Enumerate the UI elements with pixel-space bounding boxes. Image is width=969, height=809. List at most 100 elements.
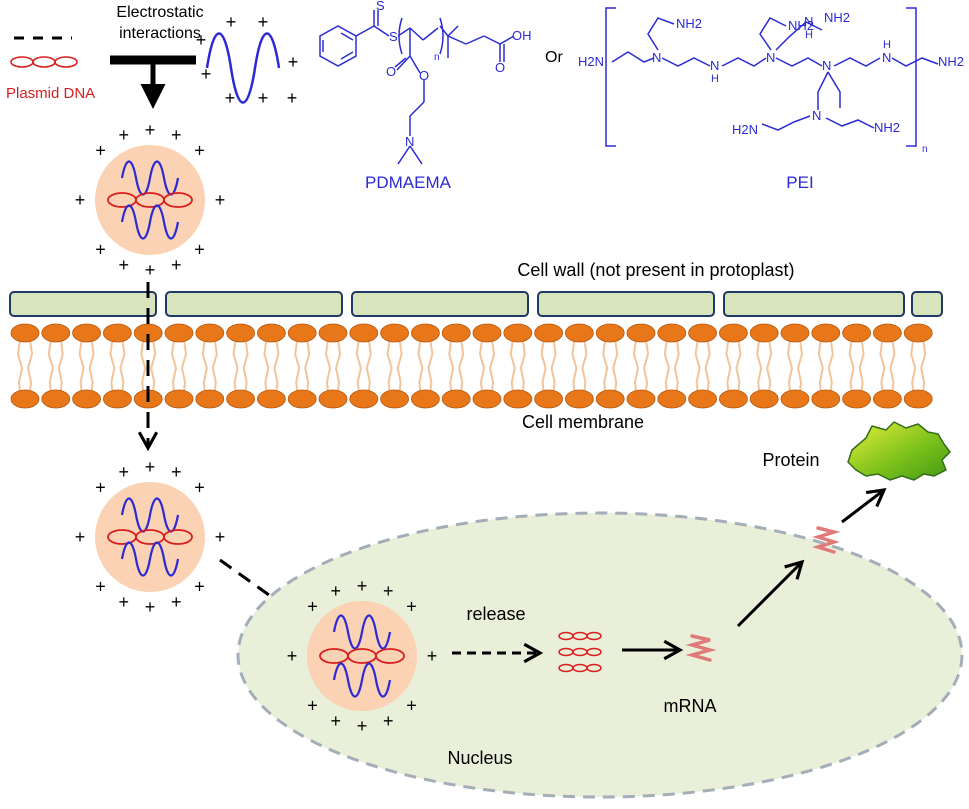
charge-plus: +: [145, 457, 156, 477]
charge-plus: +: [215, 190, 226, 210]
pei-h2n-bottom: H2N: [732, 122, 758, 137]
lipid-head: [410, 389, 440, 409]
pdmaema-structure: [319, 10, 515, 165]
lipid-tails: [232, 339, 249, 393]
cell-wall: [9, 291, 943, 317]
charge-plus: +: [95, 478, 106, 498]
charge-plus: +: [307, 696, 318, 716]
pei-atom-n: N: [766, 50, 775, 65]
lipid-head: [380, 323, 410, 343]
mrna-label: mRNA: [664, 696, 717, 716]
charge-plus: +: [95, 141, 106, 161]
lipid-head: [534, 389, 563, 409]
charge-plus: +: [194, 141, 205, 161]
lipid-tails: [817, 339, 834, 393]
charge-plus: +: [225, 88, 236, 108]
lipid-tails: [786, 339, 804, 393]
lipid-tails: [725, 339, 742, 393]
lipid-head: [103, 389, 132, 409]
polyplex-charges: ++++++++++++: [75, 457, 226, 617]
lipid-tails: [879, 339, 896, 393]
charge-plus: +: [357, 716, 368, 736]
lipid-head: [626, 389, 656, 409]
charge-plus: +: [307, 597, 318, 617]
combination-arrow: [110, 55, 196, 109]
lipid-tails: [294, 339, 311, 393]
lipid-head: [503, 323, 533, 343]
lipid-tails: [540, 339, 557, 393]
pei-nh2: NH2: [788, 18, 814, 33]
cell-membrane: [10, 323, 933, 409]
charge-plus: +: [145, 260, 156, 280]
lipid-head: [842, 323, 871, 343]
charge-plus: +: [171, 255, 182, 275]
pdmaema-atom-o: O: [419, 68, 429, 83]
pdmaema-atom-o: O: [386, 64, 396, 79]
lipid-tails: [109, 339, 126, 393]
polyplex-in-cytoplasm: ++++++++++++: [75, 457, 226, 617]
lipid-head: [287, 389, 317, 409]
export-arrow: [736, 559, 805, 628]
pei-atom-h: H: [711, 73, 719, 85]
lipid-head: [565, 389, 594, 409]
pei-nh2: NH2: [676, 16, 702, 31]
pdmaema-label: PDMAEMA: [365, 173, 452, 192]
lipid-head: [842, 389, 871, 409]
lipid-head: [441, 323, 471, 343]
mrna-in-cytoplasm: [812, 526, 841, 554]
charge-plus: +: [383, 711, 394, 731]
nucleus-label: Nucleus: [447, 748, 512, 768]
lipid-tails: [663, 339, 680, 393]
lipid-head: [10, 323, 40, 343]
charge-plus: +: [95, 240, 106, 260]
pdmaema-atom-o: O: [495, 60, 505, 75]
lipid-tails: [417, 339, 434, 393]
pei-label: PEI: [786, 173, 813, 192]
electrostatic-label-line2: interactions: [119, 25, 201, 42]
charge-plus: +: [194, 478, 205, 498]
lipid-tails: [263, 339, 280, 393]
lipid-tails: [324, 339, 342, 393]
lipid-head: [719, 323, 748, 343]
cell-membrane-label: Cell membrane: [522, 412, 644, 432]
lipid-head: [318, 323, 348, 343]
charge-plus: +: [145, 120, 156, 140]
charge-plus: +: [194, 240, 205, 260]
charge-plus: +: [119, 592, 130, 612]
lipid-head: [903, 389, 933, 409]
electrostatic-label-line1: Electrostatic: [116, 4, 203, 21]
lipid-head: [410, 323, 440, 343]
charge-plus: +: [119, 255, 130, 275]
legend: Electrostatic interactions Plasmid DNA: [6, 4, 204, 102]
lipid-head: [780, 389, 810, 409]
lipid-tails: [16, 339, 34, 393]
lipid-head: [287, 323, 317, 343]
or-label: Or: [545, 49, 563, 66]
lipid-tails: [386, 339, 403, 393]
lipid-head: [256, 323, 286, 343]
lipid-tails: [694, 339, 711, 393]
lipid-head: [503, 389, 533, 409]
translation-arrow: [841, 488, 887, 524]
lipid-head: [349, 323, 379, 343]
pei-atom-n: N: [812, 108, 821, 123]
lipid-head: [873, 389, 902, 409]
lipid-head: [72, 389, 101, 409]
lipid-head: [164, 389, 194, 409]
charge-plus: +: [75, 190, 86, 210]
cationic-polymer-wave: + + + + + + + +: [196, 12, 299, 108]
lipid-tails: [848, 339, 865, 393]
pei-atom-n: N: [804, 14, 813, 29]
charge-plus: +: [119, 462, 130, 482]
lipid-tails: [448, 339, 465, 393]
pei-structure: [605, 7, 939, 147]
lipid-head: [72, 323, 101, 343]
charge-plus: +: [258, 12, 269, 32]
charge-plus: +: [288, 52, 299, 72]
charge-plus: +: [287, 88, 298, 108]
pdmaema-atom-n-index: n: [434, 52, 440, 63]
lipid-head: [226, 323, 256, 343]
pdmaema-atom-s: S: [389, 29, 398, 44]
lipid-head: [318, 389, 348, 409]
charge-plus: +: [287, 646, 298, 666]
